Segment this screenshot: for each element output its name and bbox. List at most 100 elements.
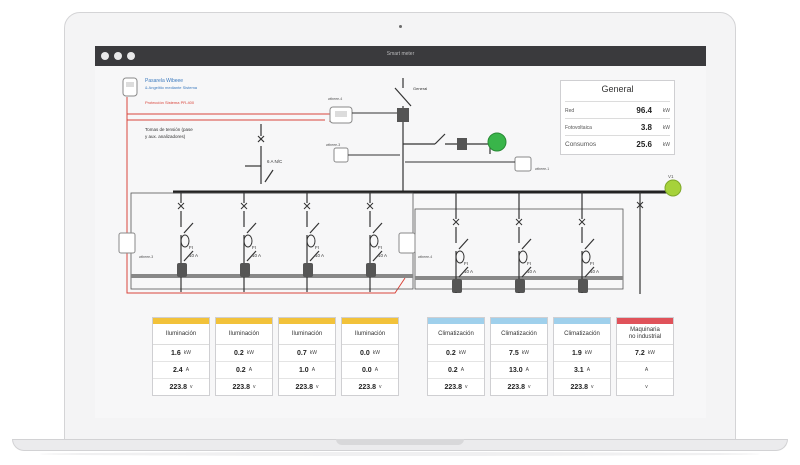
branch-isolator-icon — [303, 202, 311, 210]
general-row-unit: kW — [662, 142, 670, 148]
bus-status-indicator[interactable] — [664, 179, 682, 197]
circuit-color-strip — [554, 318, 610, 324]
circuit-color-strip — [216, 318, 272, 324]
current-unit: A — [248, 367, 253, 373]
current-unit: A — [311, 367, 316, 373]
current-unit: A — [525, 367, 529, 373]
branch-fuse-label: FI — [252, 245, 256, 250]
branch-fuse-label: FI — [315, 245, 319, 250]
general-row-label: Fotovoltaica — [565, 125, 592, 131]
power-value: 0.7 — [297, 349, 307, 357]
branch-ct-icon — [455, 250, 465, 264]
branch-meter-clamp-icon — [303, 263, 313, 277]
general-row-label: Red — [565, 108, 575, 114]
power-value: 0.2 — [446, 349, 456, 357]
power-unit: kW — [458, 350, 466, 356]
power-value: 0.2 — [234, 349, 244, 357]
window-titlebar: Smart meter — [95, 46, 706, 66]
current-value: 0.2 — [447, 366, 458, 374]
circuit-voltage: v — [617, 379, 673, 395]
branch-fuse-label: FI — [590, 261, 594, 266]
voltage-unit: v — [591, 384, 594, 390]
branch-breaker-icon — [372, 222, 383, 234]
branch-fuse-current: 10 A — [189, 253, 198, 258]
machinery-isolator-icon — [636, 201, 644, 209]
circuit-name: Climatización — [491, 324, 547, 345]
branch-meter-clamp-icon — [177, 263, 187, 277]
current-value: 2.4 — [172, 366, 183, 374]
branch-rcd-icon — [246, 250, 257, 262]
circuit-name: Iluminación — [279, 324, 335, 345]
circuit-color-strip — [153, 318, 209, 324]
general-row-red: Red 96.4 kW — [565, 101, 670, 119]
power-unit: kW — [183, 350, 191, 356]
circuit-current: A — [617, 362, 673, 379]
voltage-value: 223.8 — [358, 383, 377, 391]
minimize-window-button[interactable] — [114, 52, 122, 60]
maximize-window-button[interactable] — [127, 52, 135, 60]
general-row-solar: Fotovoltaica 3.8 kW — [565, 118, 670, 136]
power-value: 0.0 — [360, 349, 370, 357]
aux-caption-line-1: Tomas de tensión (pase — [145, 127, 193, 132]
current-unit: A — [644, 367, 649, 373]
pv-breaker-icon — [457, 138, 467, 150]
pv-feeder — [403, 133, 491, 154]
current-value: 13.0 — [509, 366, 523, 374]
power-value: 7.5 — [509, 349, 519, 357]
voltage-unit: v — [379, 384, 382, 390]
voltage-unit: v — [465, 384, 468, 390]
branch-ct-icon — [518, 250, 528, 264]
general-panel-title: General — [601, 84, 634, 94]
current-value: 0.2 — [235, 366, 246, 374]
webcam-icon — [399, 25, 402, 28]
current-value: 1.0 — [298, 366, 309, 374]
circuit-color-strip — [617, 318, 673, 324]
close-window-button[interactable] — [101, 52, 109, 60]
circuit-name: Iluminación — [153, 324, 209, 345]
single-line-diagram: Pasarela Wibeee & Angelitio mediante Sis… — [95, 66, 706, 418]
branch-breaker-icon — [458, 238, 469, 250]
branch-fuse-label: FI — [464, 261, 468, 266]
circuit-color-strip — [491, 318, 547, 324]
branch-meter-clamp-icon — [578, 279, 588, 293]
power-unit: kW — [647, 350, 655, 356]
branch-meter-clamp-icon — [515, 279, 525, 293]
branch-breaker-icon — [183, 222, 194, 234]
pv-status-indicator[interactable] — [487, 132, 507, 152]
branch-isolator-icon — [578, 218, 586, 226]
power-unit: kW — [309, 350, 317, 356]
branch-fuse-current: 10 A — [252, 253, 261, 258]
circuit-name: Climatización — [554, 324, 610, 345]
source-label[interactable]: Pasarela Wibeee — [145, 78, 183, 84]
branch-fuse-current: 10 A — [378, 253, 387, 258]
current-value: 0.0 — [361, 366, 372, 374]
branch-meter-clamp-icon — [366, 263, 376, 277]
branch-ct-icon — [243, 234, 253, 248]
branch-fuse-label: FI — [378, 245, 382, 250]
main-incomer — [394, 78, 412, 191]
circuit-name: Iluminación — [216, 324, 272, 345]
current-unit: A — [460, 367, 465, 373]
branch-isolator-icon — [240, 202, 248, 210]
circuit-name: Climatización — [428, 324, 484, 345]
